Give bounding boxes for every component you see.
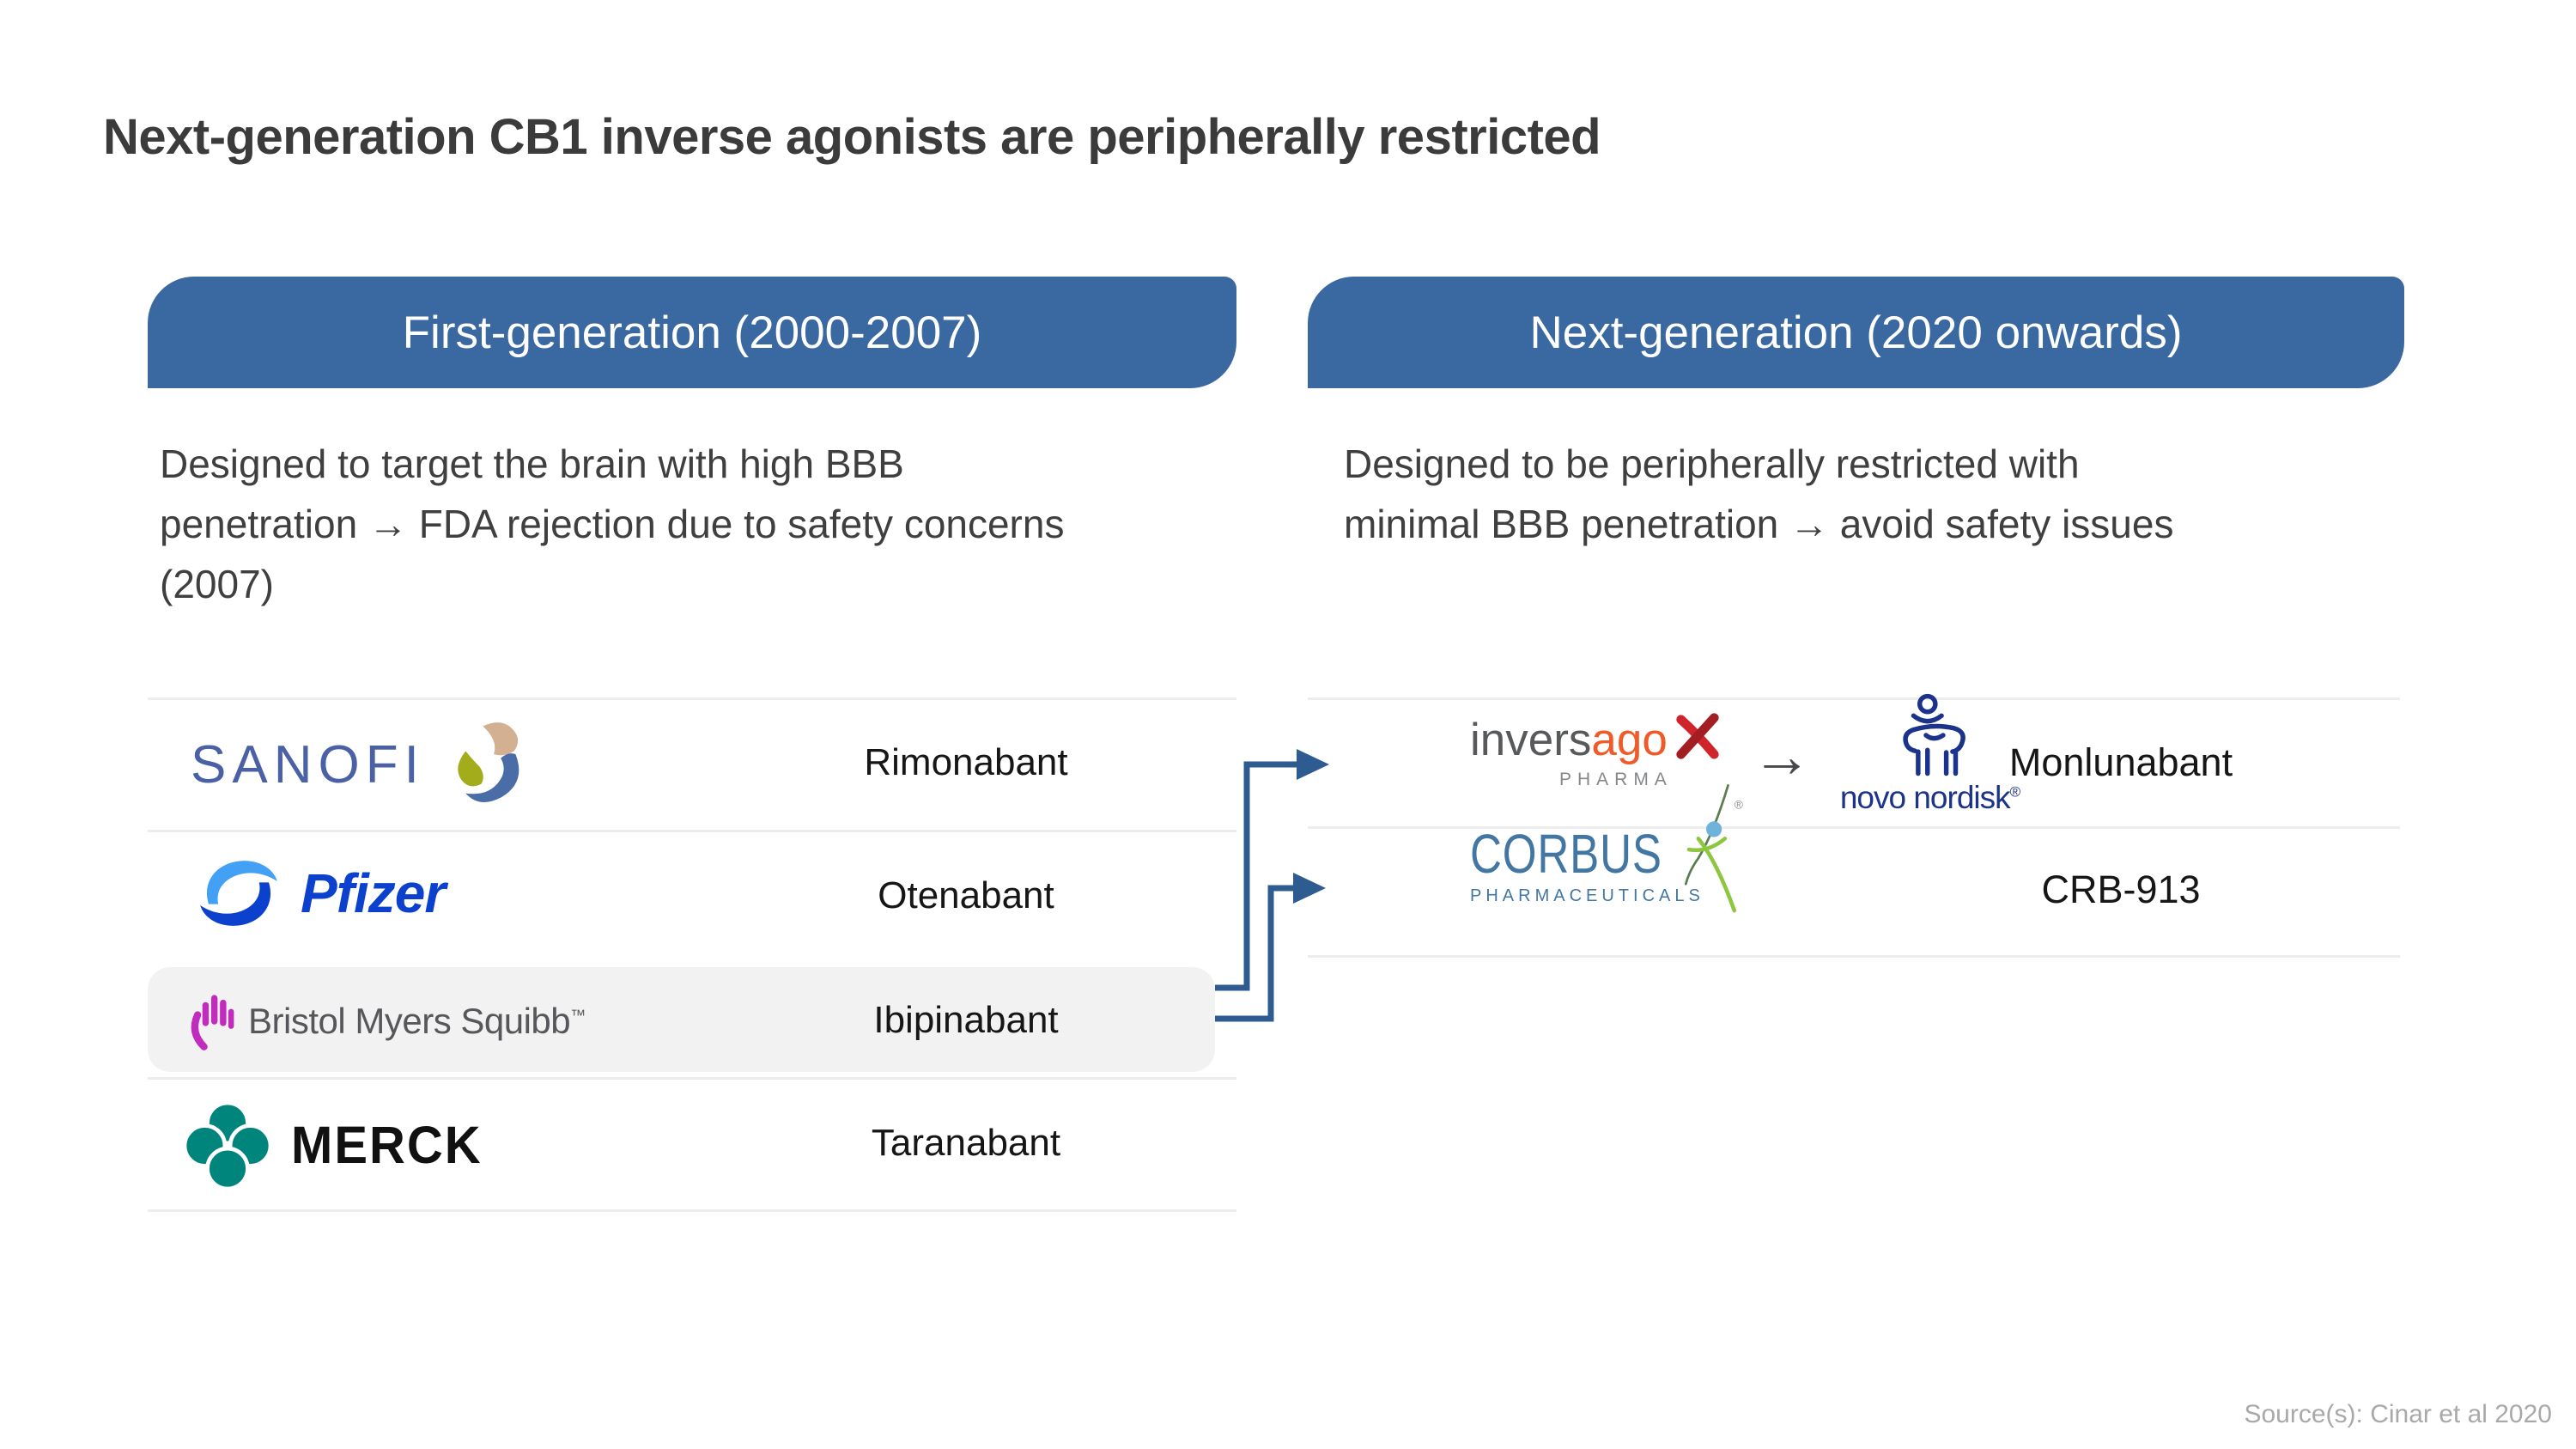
sanofi-logo: SANOFI bbox=[191, 721, 528, 807]
bms-wordmark: Bristol Myers Squibb™ bbox=[248, 1001, 586, 1041]
sanofi-bird-icon bbox=[458, 722, 519, 803]
description-line: penetration → FDA rejection due to safet… bbox=[160, 502, 1065, 546]
bristol-myers-squibb-logo: Bristol Myers Squibb™ bbox=[185, 988, 586, 1055]
arrowhead-icon bbox=[1297, 749, 1329, 780]
drug-label: CRB-913 bbox=[2041, 868, 2201, 911]
next-generation-description: Designed to be peripherally restricted w… bbox=[1344, 434, 2409, 554]
row-divider bbox=[148, 830, 1236, 832]
novo-nordisk-wordmark: novo nordisk® bbox=[1839, 780, 2020, 815]
company-transition-arrow-icon: → bbox=[1752, 722, 1812, 789]
inversago-logo: inversago PHARMA bbox=[1470, 711, 1722, 790]
inversago-x-icon bbox=[1676, 713, 1719, 759]
pfizer-wordmark: Pfizer bbox=[301, 861, 446, 924]
description-line: Designed to be peripherally restricted w… bbox=[1344, 441, 2080, 486]
trademark-symbol: ™ bbox=[570, 1007, 586, 1024]
novo-nordisk-bull-icon bbox=[1903, 693, 1965, 776]
bms-hand-icon bbox=[191, 995, 234, 1050]
row-divider bbox=[148, 697, 1236, 700]
first-generation-header: First-generation (2000-2007) bbox=[148, 277, 1236, 388]
row-divider bbox=[1308, 955, 2400, 958]
registered-symbol: ® bbox=[2009, 783, 2020, 801]
corbus-figure-icon: ® bbox=[1684, 784, 1743, 913]
drug-label: Ibipinabant bbox=[873, 999, 1059, 1041]
merck-logo: MERCK bbox=[185, 1096, 483, 1195]
merck-clover-icon bbox=[185, 1102, 270, 1189]
source-citation: Source(s): Cinar et al 2020 bbox=[2244, 1400, 2552, 1428]
row-divider bbox=[148, 1209, 1236, 1212]
pfizer-logo: Pfizer bbox=[191, 843, 446, 942]
highlighted-row-background bbox=[148, 967, 1215, 1072]
sanofi-wordmark: SANOFI bbox=[191, 734, 425, 795]
page-title: Next-generation CB1 inverse agonists are… bbox=[103, 109, 1601, 165]
row-divider bbox=[148, 1077, 1236, 1080]
row-divider bbox=[1308, 826, 2400, 829]
next-generation-header: Next-generation (2020 onwards) bbox=[1308, 277, 2404, 388]
inversago-wordmark: inversago bbox=[1470, 715, 1668, 765]
row-divider bbox=[1308, 697, 2400, 700]
drug-label: Otenabant bbox=[878, 874, 1054, 916]
drug-label: Monlunabant bbox=[2008, 740, 2233, 784]
corbus-logo: CORBUS PHARMACEUTICALS ® bbox=[1470, 784, 1750, 919]
arrowhead-icon bbox=[1293, 873, 1326, 904]
corbus-wordmark-stack: CORBUS PHARMACEUTICALS bbox=[1470, 826, 1710, 906]
novo-nordisk-logo: novo nordisk® bbox=[1838, 692, 2022, 816]
next-generation-header-label: Next-generation (2020 onwards) bbox=[1529, 307, 2183, 358]
registered-symbol: ® bbox=[1735, 799, 1743, 812]
corbus-wordmark: CORBUS bbox=[1470, 823, 1662, 885]
corbus-pharmaceuticals-label: PHARMACEUTICALS bbox=[1470, 886, 1704, 905]
description-line: minimal BBB penetration → avoid safety i… bbox=[1344, 502, 2174, 546]
merck-wordmark: MERCK bbox=[291, 1116, 483, 1175]
drug-label: Taranabant bbox=[871, 1122, 1061, 1164]
description-line: Designed to target the brain with high B… bbox=[160, 441, 904, 486]
inversago-pharma-label: PHARMA bbox=[1558, 770, 1673, 789]
description-line: (2007) bbox=[160, 562, 274, 606]
pfizer-spiral-icon bbox=[200, 860, 277, 926]
drug-label: Rimonabant bbox=[864, 741, 1068, 783]
first-generation-header-label: First-generation (2000-2007) bbox=[402, 307, 982, 358]
first-generation-description: Designed to target the brain with high B… bbox=[160, 434, 1250, 614]
